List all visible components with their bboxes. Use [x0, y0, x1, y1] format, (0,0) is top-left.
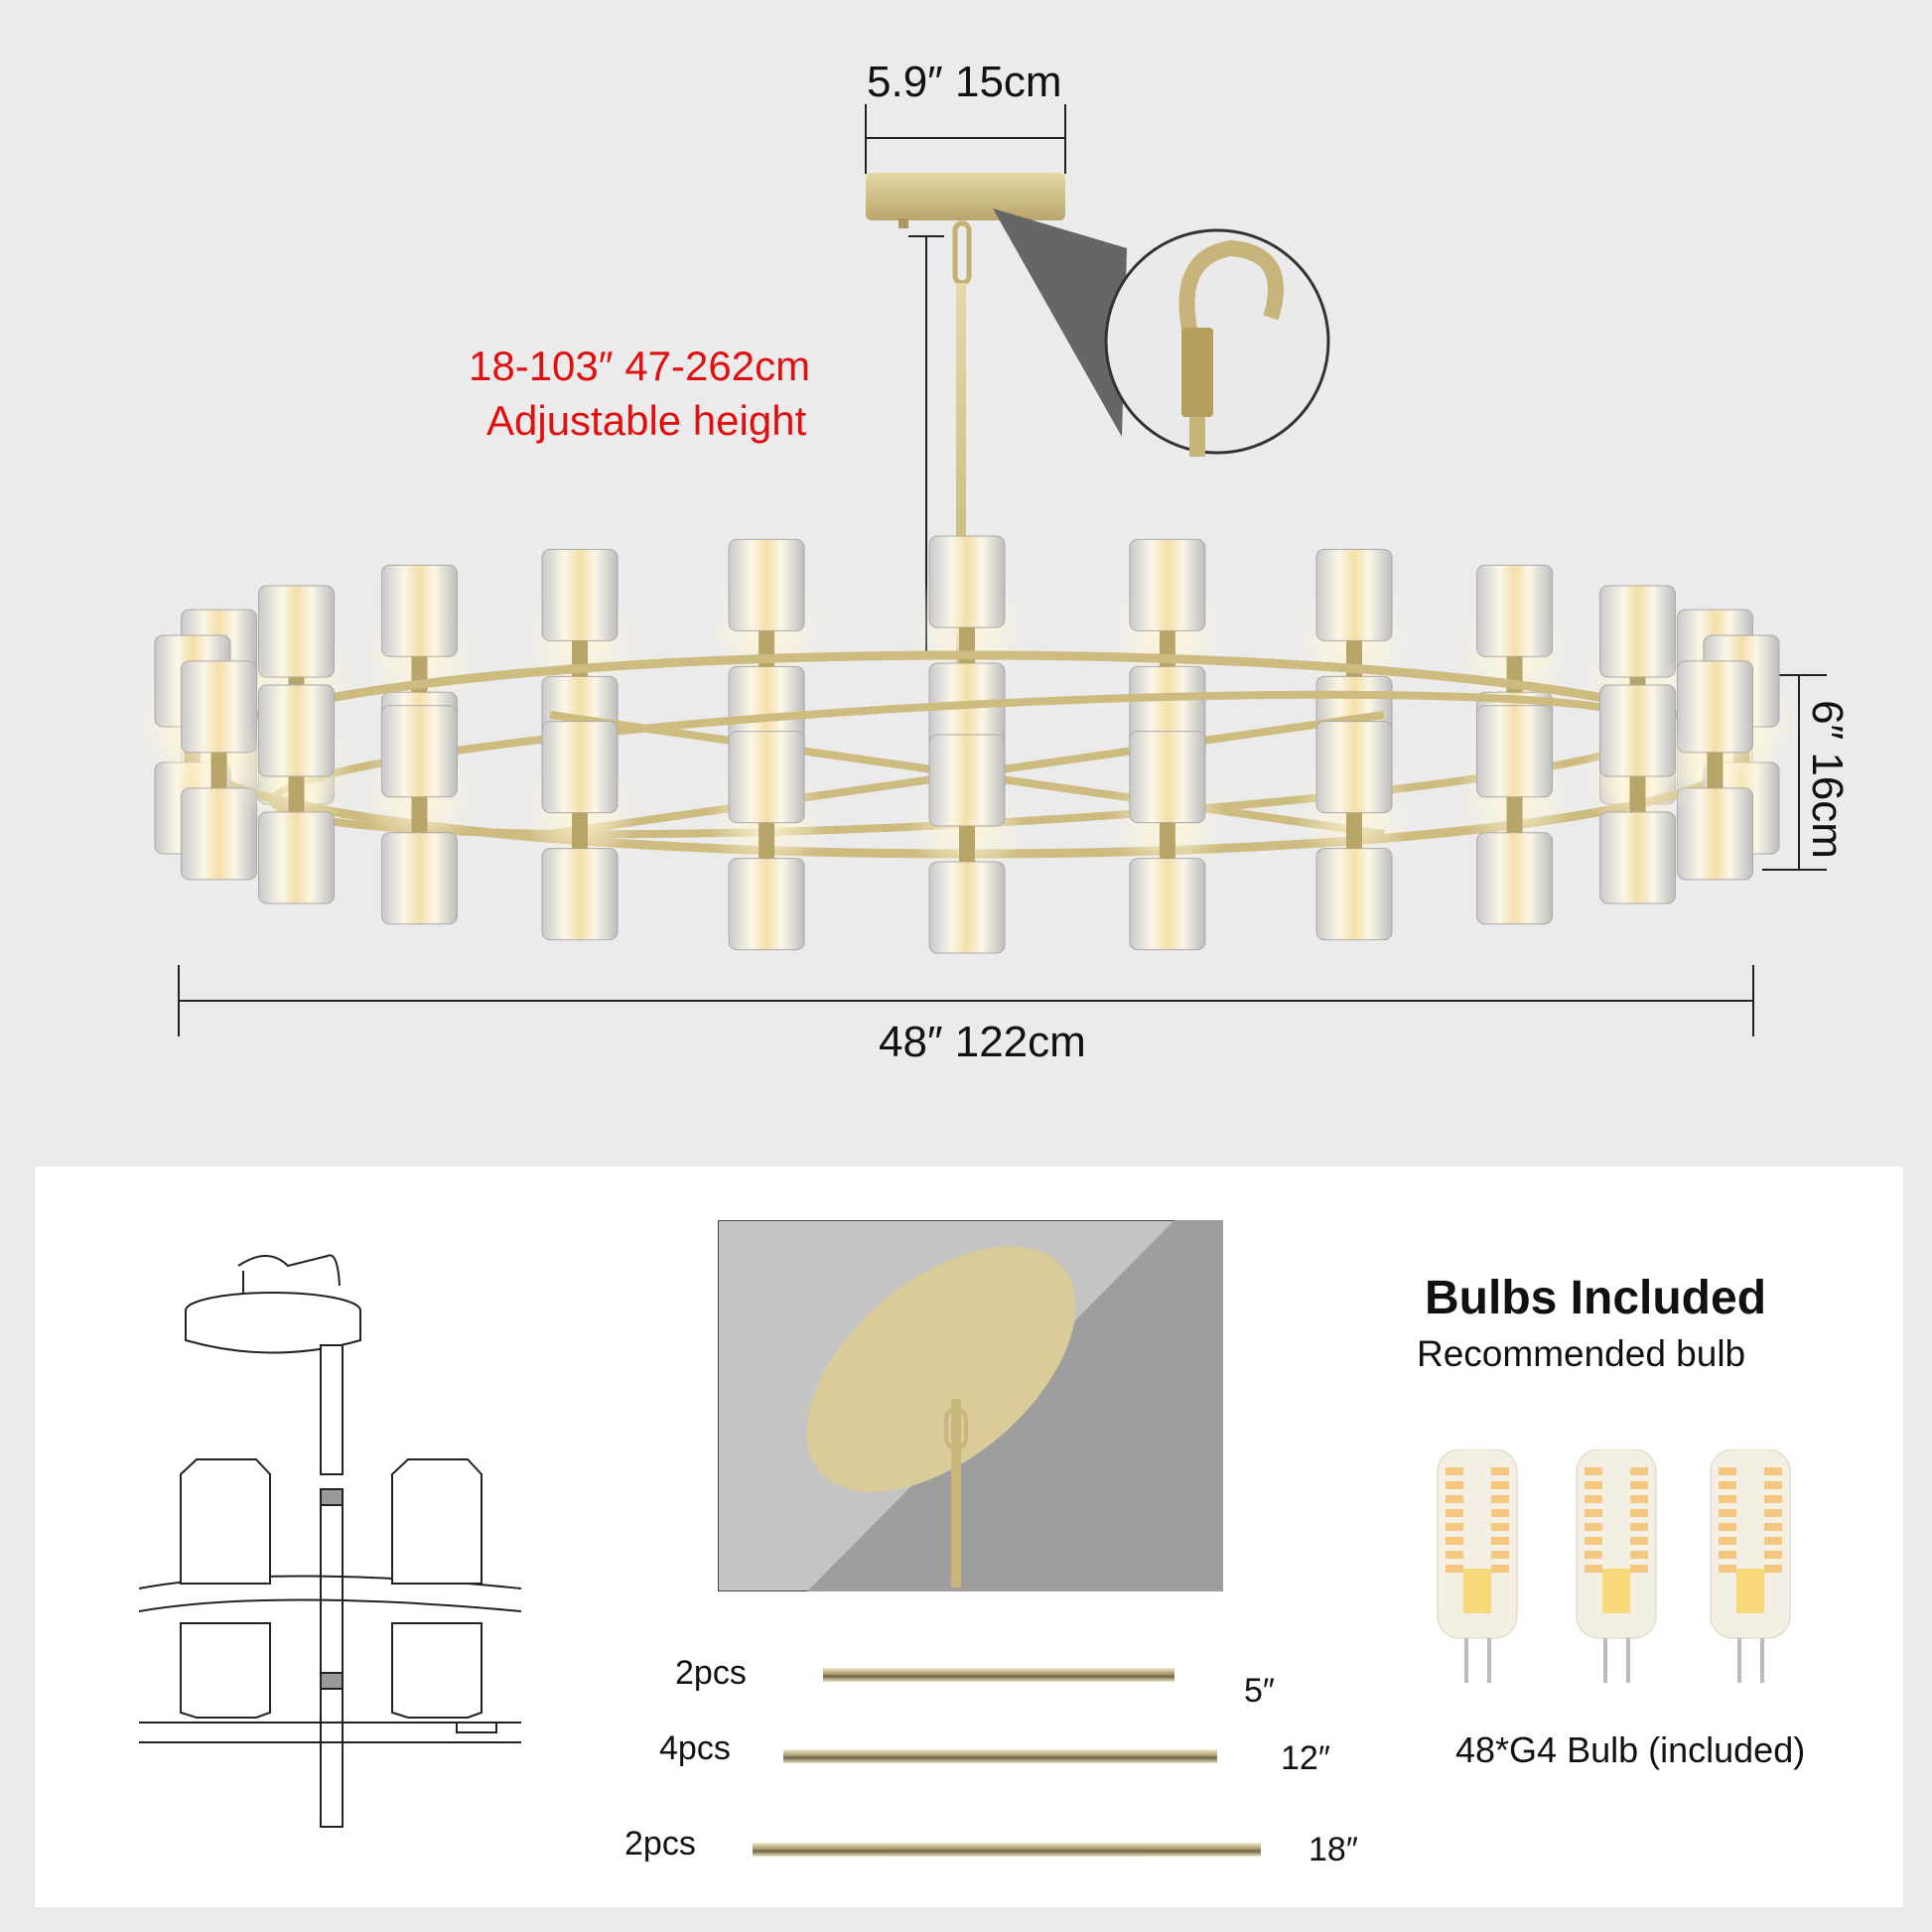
crystal-shade	[1454, 705, 1575, 925]
chandelier-dimension-drawing	[133, 104, 1827, 1036]
chain-link	[952, 220, 972, 286]
canopy-photo	[718, 1220, 1223, 1591]
downrod	[956, 283, 966, 759]
crystal-shade	[1107, 731, 1227, 951]
rod-12in	[783, 1749, 1217, 1763]
rod-5in	[823, 1668, 1174, 1682]
g4-bulb	[1437, 1449, 1518, 1683]
crystal-shade	[707, 731, 827, 951]
g4-bulb	[1710, 1449, 1791, 1683]
bulbs-caption: 48*G4 Bulb (included)	[1455, 1729, 1806, 1770]
adjustable-height-label: Adjustable height	[486, 397, 807, 444]
bulbs-subtitle: Recommended bulb	[1417, 1333, 1746, 1374]
width-dimension-label: 48″ 122cm	[879, 1018, 1086, 1066]
canopy-dimension-label: 5.9″ 15cm	[867, 58, 1062, 106]
crystal-shade	[1295, 721, 1414, 941]
chandelier-fixtures	[133, 535, 1801, 954]
bulbs-title: Bulbs Included	[1425, 1272, 1767, 1324]
crystal-shade	[1107, 538, 1227, 759]
crystal-shade	[1655, 660, 1775, 881]
chain-detail-magnifier	[1104, 228, 1330, 455]
rod-qty-3: 2pcs	[624, 1825, 696, 1863]
crystal-shade	[236, 684, 356, 904]
rod-qty-1: 2pcs	[675, 1654, 747, 1692]
rod-length-2: 12″	[1281, 1739, 1330, 1777]
g4-bulbs-image	[1437, 1449, 1791, 1683]
canopy	[866, 173, 1065, 220]
g4-bulb	[1576, 1449, 1657, 1683]
crystal-shade	[907, 734, 1027, 954]
crystal-shade	[707, 538, 827, 759]
installation-line-drawing	[139, 1254, 522, 1828]
crystal-shade	[1578, 684, 1698, 904]
rod-length-1: 5″	[1244, 1672, 1275, 1710]
rod-18in	[753, 1843, 1261, 1857]
crystal-shade	[359, 705, 480, 925]
height-range-label: 18-103″ 47-262cm	[469, 343, 811, 389]
canopy-dimension-line	[865, 104, 1066, 174]
crystal-shade	[520, 721, 639, 941]
rod-qty-2: 4pcs	[659, 1729, 731, 1767]
width-dimension-line	[178, 965, 1754, 1036]
rod-length-3: 18″	[1309, 1831, 1358, 1868]
fixture-height-label: 6″ 16cm	[1802, 700, 1852, 859]
